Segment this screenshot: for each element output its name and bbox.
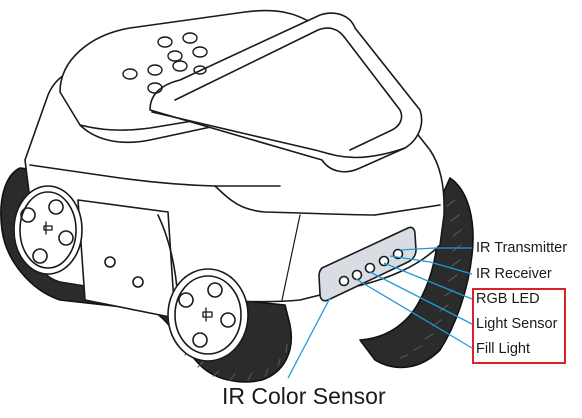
ir-color-sensor [318,226,417,302]
caption-ir-color-sensor: IR Color Sensor [222,383,386,409]
leader-ir-transmitter [399,247,472,251]
leader-light-sensor [369,271,473,325]
side-plate [77,199,179,319]
leader-lines [287,247,473,379]
top-cover [149,12,423,173]
leader-ir-receiver [389,255,473,275]
leader-rgb-led [383,262,473,300]
label-light-sensor: Light Sensor [476,316,558,332]
leader-caption [287,297,331,379]
right-track [359,177,474,369]
leader-fill-light [355,278,473,349]
label-fill-light: Fill Light [476,341,530,357]
label-ir-transmitter: IR Transmitter [476,240,568,256]
label-ir-receiver: IR Receiver [476,266,552,282]
highlight-box [472,288,566,364]
top-button-grid [122,32,208,94]
left-wheel [13,185,83,275]
label-rgb-led: RGB LED [476,291,540,307]
right-wheel [167,268,249,362]
